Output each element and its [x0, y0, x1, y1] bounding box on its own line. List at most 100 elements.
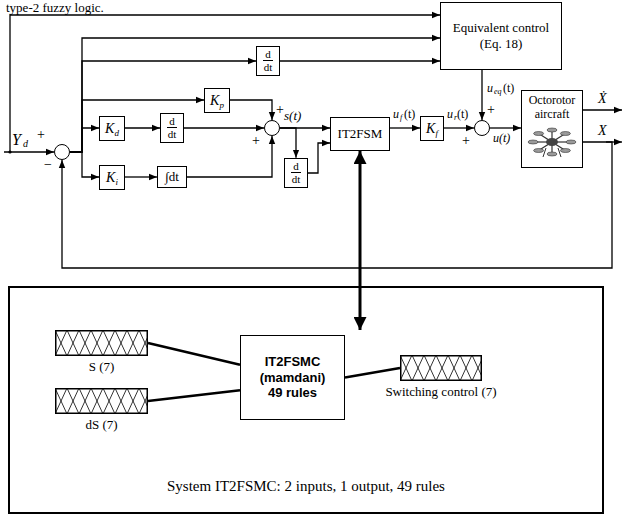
box-label: IT2FSMC (mamdani) 49 rules — [255, 354, 331, 401]
set-label: Switching control (7) — [341, 384, 541, 400]
octorotor-illustration — [526, 124, 578, 160]
signal-label: X — [598, 124, 607, 138]
signal-connector — [280, 128, 296, 158]
signal-label: u — [487, 82, 493, 94]
signal-connector — [125, 176, 157, 177]
derivative-box: ddt — [256, 46, 280, 77]
reference-input-line — [4, 151, 54, 152]
gain-symbol: K — [106, 170, 115, 185]
summing-junction: ++ — [474, 120, 490, 136]
gain-subscript: i — [115, 177, 118, 187]
sign-label: + — [487, 103, 495, 117]
fraction: ddt — [263, 49, 274, 74]
set-label: S (7) — [2, 359, 202, 375]
block-box: ∫dt — [157, 166, 187, 188]
sign-label: + — [462, 134, 470, 148]
signal-connector — [184, 127, 264, 128]
fraction-numerator: d — [167, 116, 178, 129]
fraction-denominator: dt — [263, 61, 274, 73]
box-content: IT2FSM — [338, 126, 383, 142]
signal-connector — [481, 70, 482, 120]
sign-label: + — [276, 103, 284, 117]
gain-subscript: p — [219, 100, 224, 110]
plant-content: Octorotor aircraft — [525, 94, 579, 122]
signal-label: u(t) — [493, 132, 510, 144]
block-box: IT2FSMC (mamdani) 49 rules — [240, 335, 345, 420]
signal-connector — [125, 127, 160, 128]
signal-connector — [70, 38, 440, 152]
plant-label: Octorotor aircraft — [525, 94, 579, 122]
membership-set: S (7) — [55, 330, 148, 375]
signal-connector — [70, 128, 99, 152]
summing-junction: ++ — [264, 120, 280, 136]
signal-connector — [70, 152, 99, 177]
box-label: ∫dt — [165, 169, 179, 185]
block-box: IT2FSM — [330, 117, 390, 151]
velocity-output-line — [582, 109, 622, 110]
fraction: ddt — [291, 161, 302, 186]
box-content: Equivalent control (Eq. 18) — [444, 20, 558, 51]
gain-subscript: d — [114, 128, 119, 138]
hatched-set-block — [400, 355, 482, 381]
gain-box: Kf — [420, 116, 444, 141]
signal-label: f — [400, 114, 402, 122]
fuzzy-system-panel: System IT2FSMC: 2 inputs, 1 output, 49 r… — [8, 286, 604, 514]
sign-label: − — [44, 158, 52, 172]
block-box: Equivalent control (Eq. 18) — [440, 2, 562, 70]
sign-label: + — [37, 128, 45, 142]
sign-label: + — [252, 134, 260, 148]
summing-junction: +− — [54, 144, 70, 160]
hatched-set-block — [55, 330, 148, 356]
membership-set: dS (7) — [55, 388, 148, 433]
signal-connector — [308, 143, 330, 173]
gain-subscript: f — [435, 128, 438, 138]
signal-label: d — [23, 139, 28, 149]
signal-label: type-2 fuzzy logic. — [6, 1, 104, 14]
membership-set: Switching control (7) — [400, 355, 482, 400]
derivative-box: ddt — [160, 113, 184, 144]
reference-branch-line — [10, 15, 440, 152]
fraction-numerator: d — [263, 49, 274, 62]
signal-connector — [148, 343, 240, 365]
gain-content: Kp — [210, 91, 224, 110]
fraction-numerator: d — [291, 161, 302, 174]
gain-box: Kp — [204, 88, 230, 113]
signal-label: eq — [494, 88, 502, 96]
gain-content: Ki — [106, 168, 118, 187]
plant-box: Octorotor aircraft — [521, 90, 583, 168]
signal-connector — [70, 61, 256, 152]
signal-connector — [230, 100, 272, 120]
set-label: dS (7) — [2, 417, 202, 433]
gain-content: Kf — [426, 119, 438, 138]
gain-box: Ki — [99, 165, 125, 190]
signal-label: (t) — [404, 108, 415, 120]
gain-symbol: K — [105, 121, 114, 136]
fraction-denominator: dt — [167, 128, 178, 140]
signal-connector — [345, 368, 400, 378]
signal-label: s(t) — [284, 109, 301, 122]
signal-connector — [490, 127, 521, 128]
signal-connector — [444, 127, 474, 128]
gain-symbol: K — [210, 93, 219, 108]
gain-symbol: K — [426, 121, 435, 136]
signal-connector — [280, 60, 440, 61]
signal-label: u — [393, 108, 399, 120]
box-label: Equivalent control (Eq. 18) — [444, 20, 558, 51]
signal-label: Y — [12, 132, 21, 148]
signal-label: (t) — [457, 108, 468, 120]
branch-dot — [8, 150, 11, 153]
hatched-set-block — [55, 388, 148, 414]
signal-label: (t) — [503, 82, 514, 94]
signal-label: u — [447, 108, 453, 120]
signal-label: Ẋ — [598, 92, 607, 106]
gain-content: Kd — [105, 119, 119, 138]
fraction: ddt — [167, 116, 178, 141]
panel-caption: System IT2FSMC: 2 inputs, 1 output, 49 r… — [10, 478, 602, 495]
box-label: IT2FSM — [338, 126, 383, 142]
signal-connector — [148, 390, 240, 401]
signal-connector — [390, 127, 420, 128]
signal-connector — [359, 151, 362, 330]
